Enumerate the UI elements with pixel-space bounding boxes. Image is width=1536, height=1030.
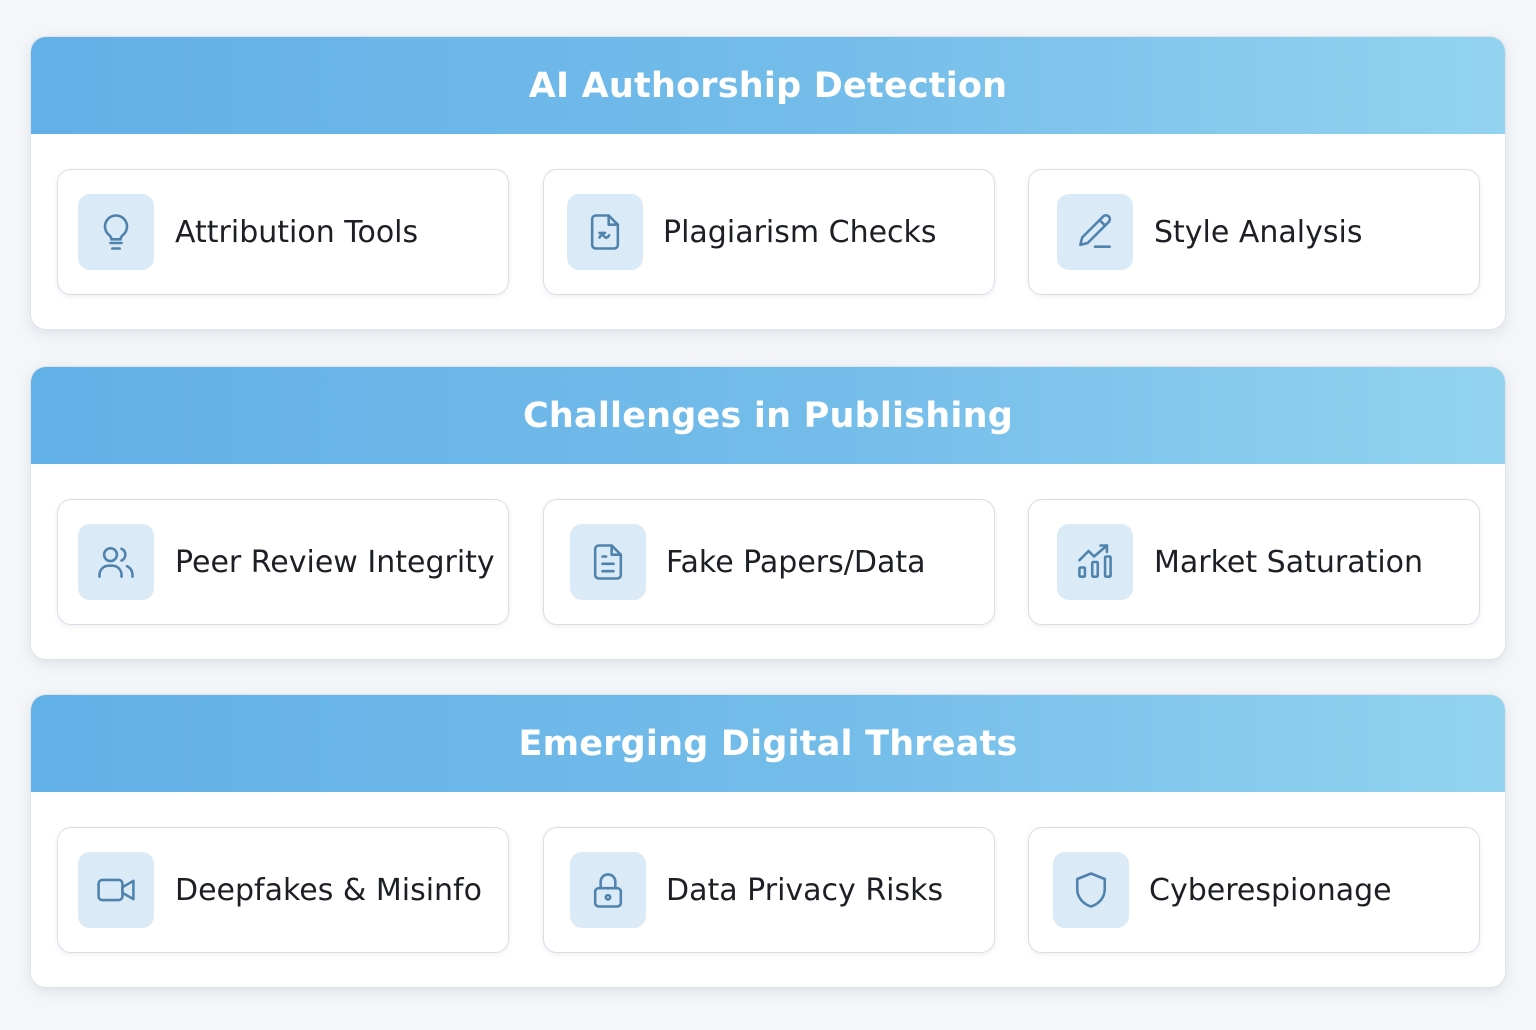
section-header: Challenges in Publishing	[31, 367, 1505, 464]
card-data-privacy-risks[interactable]: Data Privacy Risks	[543, 827, 995, 953]
card-label: Market Saturation	[1154, 544, 1424, 580]
card-plagiarism-checks[interactable]: Plagiarism Checks	[543, 169, 995, 295]
document-icon	[570, 524, 646, 600]
section-header: Emerging Digital Threats	[31, 695, 1505, 792]
card-fake-papers-data[interactable]: Fake Papers/Data	[543, 499, 995, 625]
shield-icon	[1053, 852, 1129, 928]
card-label: Cyberespionage	[1149, 872, 1392, 908]
section-title: Emerging Digital Threats	[518, 723, 1018, 764]
card-attribution-tools[interactable]: Attribution Tools	[57, 169, 509, 295]
section-title: AI Authorship Detection	[528, 65, 1008, 106]
bar-chart-trend-icon	[1057, 524, 1133, 600]
card-style-analysis[interactable]: Style Analysis	[1028, 169, 1480, 295]
pencil-icon	[1057, 194, 1133, 270]
card-label: Peer Review Integrity	[175, 544, 495, 580]
lightbulb-icon	[78, 194, 154, 270]
lock-icon	[570, 852, 646, 928]
card-label: Plagiarism Checks	[663, 214, 937, 250]
card-label: Attribution Tools	[175, 214, 419, 250]
card-market-saturation[interactable]: Market Saturation	[1028, 499, 1480, 625]
section-challenges-in-publishing: Challenges in Publishing Peer Review Int…	[30, 366, 1506, 660]
section-title: Challenges in Publishing	[523, 395, 1013, 436]
section-header: AI Authorship Detection	[31, 37, 1505, 134]
section-ai-authorship-detection: AI Authorship Detection Attribution Tool…	[30, 36, 1506, 330]
card-label: Deepfakes & Misinfo	[175, 872, 482, 908]
card-label: Style Analysis	[1154, 214, 1363, 250]
document-check-icon	[567, 194, 643, 270]
card-cyberespionage[interactable]: Cyberespionage	[1028, 827, 1480, 953]
card-label: Fake Papers/Data	[666, 544, 926, 580]
users-icon	[78, 524, 154, 600]
card-deepfakes-misinfo[interactable]: Deepfakes & Misinfo	[57, 827, 509, 953]
card-peer-review-integrity[interactable]: Peer Review Integrity	[57, 499, 509, 625]
section-emerging-digital-threats: Emerging Digital Threats Deepfakes & Mis…	[30, 694, 1506, 988]
video-camera-icon	[78, 852, 154, 928]
card-label: Data Privacy Risks	[666, 872, 944, 908]
